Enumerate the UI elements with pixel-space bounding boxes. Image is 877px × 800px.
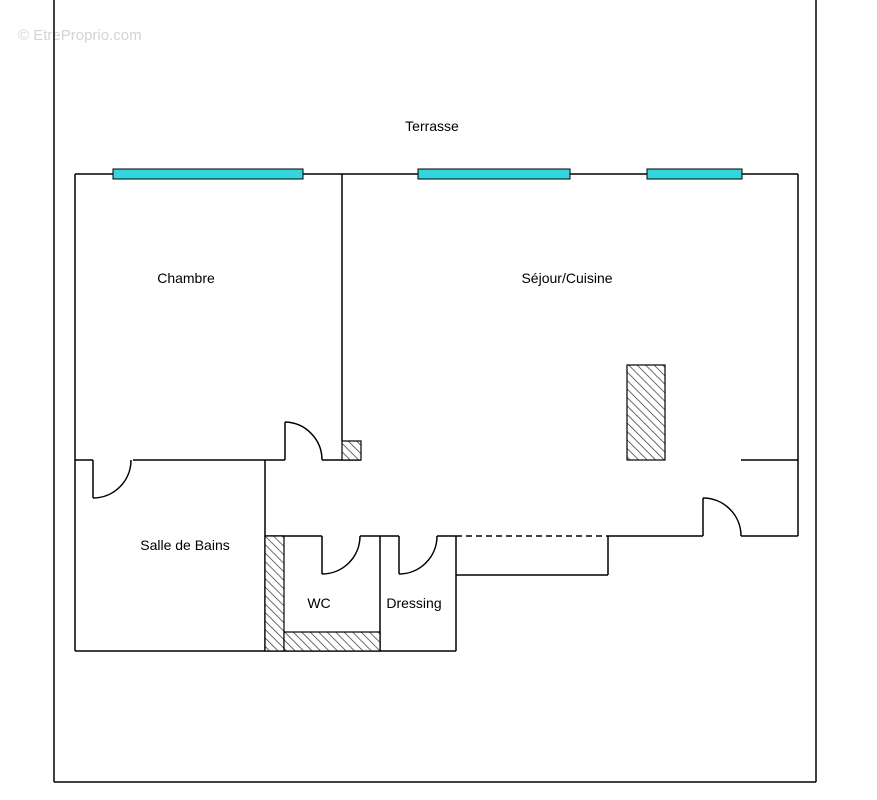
label-salle-de-bains: Salle de Bains — [140, 537, 230, 553]
duct-chambre — [341, 440, 362, 461]
windows — [112, 168, 743, 180]
duct-wc-left — [264, 535, 285, 652]
column-sejour — [626, 364, 666, 461]
hatched-elements — [264, 364, 666, 652]
sdb-door — [92, 459, 132, 499]
wc-door — [321, 535, 361, 575]
walls — [74, 173, 799, 652]
label-sejour-cuisine: Séjour/Cuisine — [521, 270, 612, 286]
window-sejour-2 — [646, 168, 743, 180]
label-wc: WC — [307, 595, 330, 611]
watermark-text: © EtreProprio.com — [18, 27, 142, 44]
dressing-door — [398, 535, 438, 575]
window-chambre — [112, 168, 304, 180]
duct-wc-bottom — [283, 631, 381, 652]
window-sejour-1 — [417, 168, 571, 180]
label-chambre: Chambre — [157, 270, 215, 286]
doors — [92, 421, 742, 575]
label-dressing: Dressing — [386, 595, 441, 611]
chambre-door — [284, 421, 323, 461]
entrance-door — [702, 497, 742, 537]
label-terrasse: Terrasse — [405, 118, 459, 134]
